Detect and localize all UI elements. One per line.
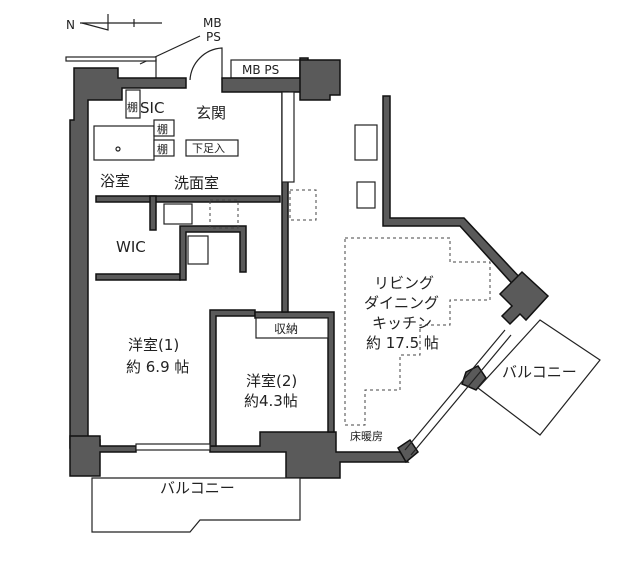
wic-label: WIC [116, 238, 146, 256]
western-room-1-name: 洋室(1) [128, 336, 179, 354]
stove [354, 124, 378, 161]
washroom-label: 洗面室 [174, 174, 219, 192]
ldk-label-dining: ダイニング [364, 294, 439, 312]
western-room-1-size: 約 6.9 帖 [126, 358, 189, 376]
entrance-door[interactable] [189, 47, 223, 81]
sic-label: SIC [140, 99, 164, 117]
ldk-label-kitchen: キッチン [372, 314, 432, 332]
floor-heating-label: 床暖房 [350, 429, 383, 443]
bathtub [93, 125, 155, 161]
western-room-2-size: 約4.3帖 [244, 392, 298, 410]
balcony-right-label: バルコニー [502, 363, 577, 381]
western-room-2-name: 洋室(2) [246, 372, 297, 390]
bath-label: 浴室 [100, 172, 130, 190]
floor-heating-area [344, 237, 491, 426]
ldk-label-living: リビング [374, 274, 434, 292]
kitchen-sink [356, 181, 376, 209]
toilet [187, 235, 209, 265]
balcony-bottom-label: バルコニー [160, 479, 235, 497]
shelf-label-2: 棚 [157, 122, 168, 136]
shelf-label-3: 棚 [157, 142, 168, 156]
north-compass-icon: N [66, 14, 162, 32]
balcony-right [477, 319, 601, 436]
mb-ps-box-label: MB PS [242, 63, 279, 77]
entrance-label: 玄関 [196, 104, 226, 122]
compass-north-label: N [66, 18, 75, 32]
storage-label: 収納 [274, 322, 298, 336]
mb-ps-label-bottom: PS [206, 30, 221, 44]
outer-wall [69, 67, 187, 449]
ldk-size: 約 17.5 帖 [366, 334, 439, 352]
mb-ps-label-top: MB [203, 16, 222, 30]
shelf-label: 棚 [127, 100, 138, 114]
wash-basin [163, 203, 193, 225]
balcony-bottom [91, 477, 301, 533]
shoe-box-label: 下足入 [192, 142, 225, 155]
